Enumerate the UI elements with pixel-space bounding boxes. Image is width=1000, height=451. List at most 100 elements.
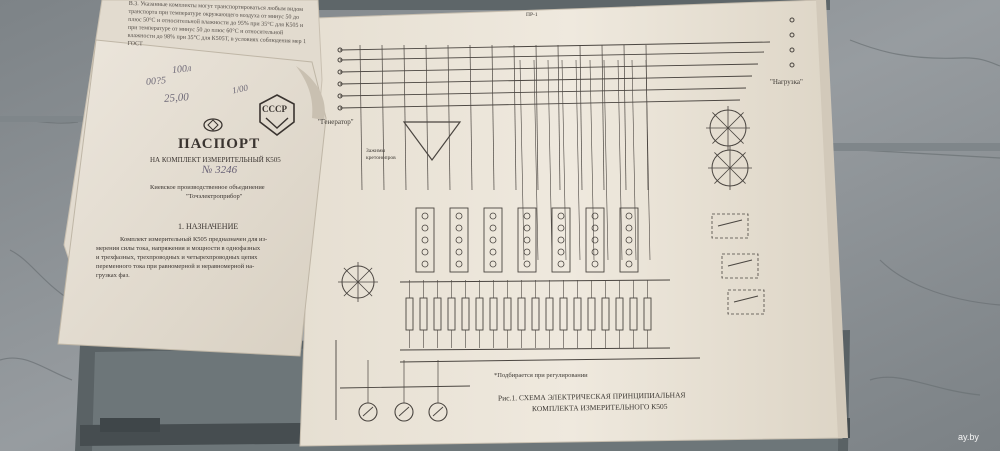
contact-icon [557, 236, 565, 244]
contact-icon [523, 212, 531, 220]
contact-icon [591, 224, 599, 232]
pamphlet-body-line: переменного тока при равномерной и нерав… [96, 263, 255, 270]
handwritten-note-3: 25,00 [163, 91, 190, 105]
relay-contact [721, 253, 759, 279]
switch-module [483, 207, 503, 273]
contact-icon [421, 236, 429, 244]
schematic-wire [403, 44, 407, 191]
handwritten-note-1: 100л [171, 63, 192, 76]
pamphlet-body-line: Комплект измерительный К505 предназначен… [120, 236, 268, 243]
handwritten-note-2: 00?5 [145, 75, 167, 88]
resistor-icon [545, 297, 554, 331]
terminal-icon [789, 32, 795, 38]
schematic-wire [727, 259, 753, 267]
case-hinge [100, 418, 160, 432]
contact-icon [557, 260, 565, 268]
contact-icon [455, 248, 463, 256]
resistor-icon [503, 297, 512, 331]
contact-icon [557, 248, 565, 256]
switch-module [551, 207, 571, 273]
contact-icon [557, 212, 565, 220]
schematic-wire [425, 44, 429, 191]
schematic-wire [381, 44, 385, 191]
factory-emblem-icon [203, 118, 223, 132]
resistor-icon [419, 297, 428, 331]
watermark: ay.by [958, 432, 979, 442]
resistor-icon [405, 297, 414, 331]
contact-icon [455, 212, 463, 220]
resistor-icon [433, 297, 442, 331]
contact-icon [591, 236, 599, 244]
resistor-icon [447, 297, 456, 331]
schematic-wire [589, 59, 595, 261]
resistor-icon [587, 297, 596, 331]
schematic-wire [359, 44, 363, 191]
resistor-icon [601, 297, 610, 331]
schematic-wire [579, 44, 583, 191]
schematic-wire [717, 219, 743, 227]
resistor-icon [629, 297, 638, 331]
schematic-wire [339, 87, 747, 97]
pamphlet-title: ПАСПОРТ [178, 136, 261, 152]
switch-module [449, 207, 469, 273]
schematic-wire [362, 406, 374, 417]
schematic-wire [712, 127, 729, 144]
schematic-wire [561, 59, 567, 261]
switch-module [585, 207, 605, 273]
contact-icon [455, 260, 463, 268]
terminal-icon [789, 62, 795, 68]
contact-icon [489, 260, 497, 268]
contact-icon [523, 248, 531, 256]
contact-icon [455, 236, 463, 244]
pamphlet-serial: № 3246 [202, 164, 238, 176]
relay-contact [727, 289, 765, 315]
case-top-strip [300, 0, 830, 10]
pamphlet-body-line: грузках фаз. [96, 272, 130, 279]
terminal-icon [337, 57, 343, 63]
schematic-wire [603, 59, 609, 261]
contact-icon [421, 260, 429, 268]
schematic-wire [533, 59, 539, 261]
switch-module [619, 207, 639, 273]
maker-line-1: Киевское производственное объединение [150, 184, 265, 191]
schematic-wire [339, 75, 753, 85]
schematic-wire [339, 51, 765, 61]
maker-line-2: "Точэлектроприбор" [186, 193, 243, 200]
resistor-icon [517, 297, 526, 331]
schematic-wire [729, 152, 746, 169]
terminal-icon [337, 69, 343, 75]
resistor-icon [531, 297, 540, 331]
contact-icon [421, 224, 429, 232]
pamphlet-front-page [57, 39, 327, 357]
section-title: 1. НАЗНАЧЕНИЕ [178, 222, 239, 231]
pamphlet-body-line: и трехфазных, трехпроводных и четырехпро… [96, 254, 258, 261]
contact-icon [421, 248, 429, 256]
terminal-icon [337, 47, 343, 53]
switch-module [517, 207, 537, 273]
schematic-wire [399, 357, 701, 363]
schematic-wire [339, 63, 759, 73]
contact-icon [523, 260, 531, 268]
concrete-cracks [0, 39, 1000, 396]
contact-icon [523, 236, 531, 244]
schematic-wire [357, 267, 373, 283]
pamphlet-curl [296, 66, 325, 120]
terminal-icon [789, 47, 795, 53]
contact-icon [591, 248, 599, 256]
schematic-wire [547, 59, 553, 261]
pamphlet-body-line: мерения силы тока, напряжения и мощности… [96, 245, 261, 252]
resistor-icon [573, 297, 582, 331]
schematic-wire [601, 44, 605, 191]
schematic-wire [343, 281, 359, 297]
sssr-quality-mark-icon [259, 94, 295, 137]
resistor-icon [489, 297, 498, 331]
schematic-wire [617, 59, 623, 261]
label-switch-top: ПР-1 [526, 12, 538, 18]
label-adjust-note: *Подбирается при регулировании [494, 372, 588, 379]
schematic-wire [714, 152, 731, 169]
top-page-text: В.3. Указанные комплекты могут транспорт… [127, 0, 307, 48]
schematic-wire [727, 112, 744, 129]
schematic-wire [631, 59, 637, 261]
terminal-icon [337, 93, 343, 99]
